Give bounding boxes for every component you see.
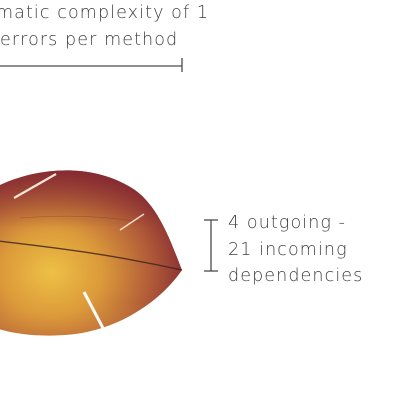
right-measure-bracket xyxy=(204,219,218,272)
leaf-nick-1 xyxy=(13,173,57,199)
annotation-dependencies-line2: 21 incoming xyxy=(228,239,348,260)
annotation-complexity-line2: errors per method xyxy=(0,30,179,50)
leaf-glyph xyxy=(0,170,183,336)
annotation-dependencies-line1: 4 outgoing - xyxy=(228,213,347,233)
annotation-dependencies-line3: dependencies xyxy=(228,266,364,286)
leaf-nick-2 xyxy=(119,213,145,231)
leaf-vein xyxy=(19,215,141,223)
top-measure-bracket xyxy=(0,58,183,72)
annotation-complexity-line1: matic complexity of 1 xyxy=(0,3,210,23)
leaf-midrib xyxy=(0,240,183,271)
annotation-dependencies: 4 outgoing - 21 incoming dependencies xyxy=(228,210,363,290)
leaf-nick-3 xyxy=(82,291,106,331)
